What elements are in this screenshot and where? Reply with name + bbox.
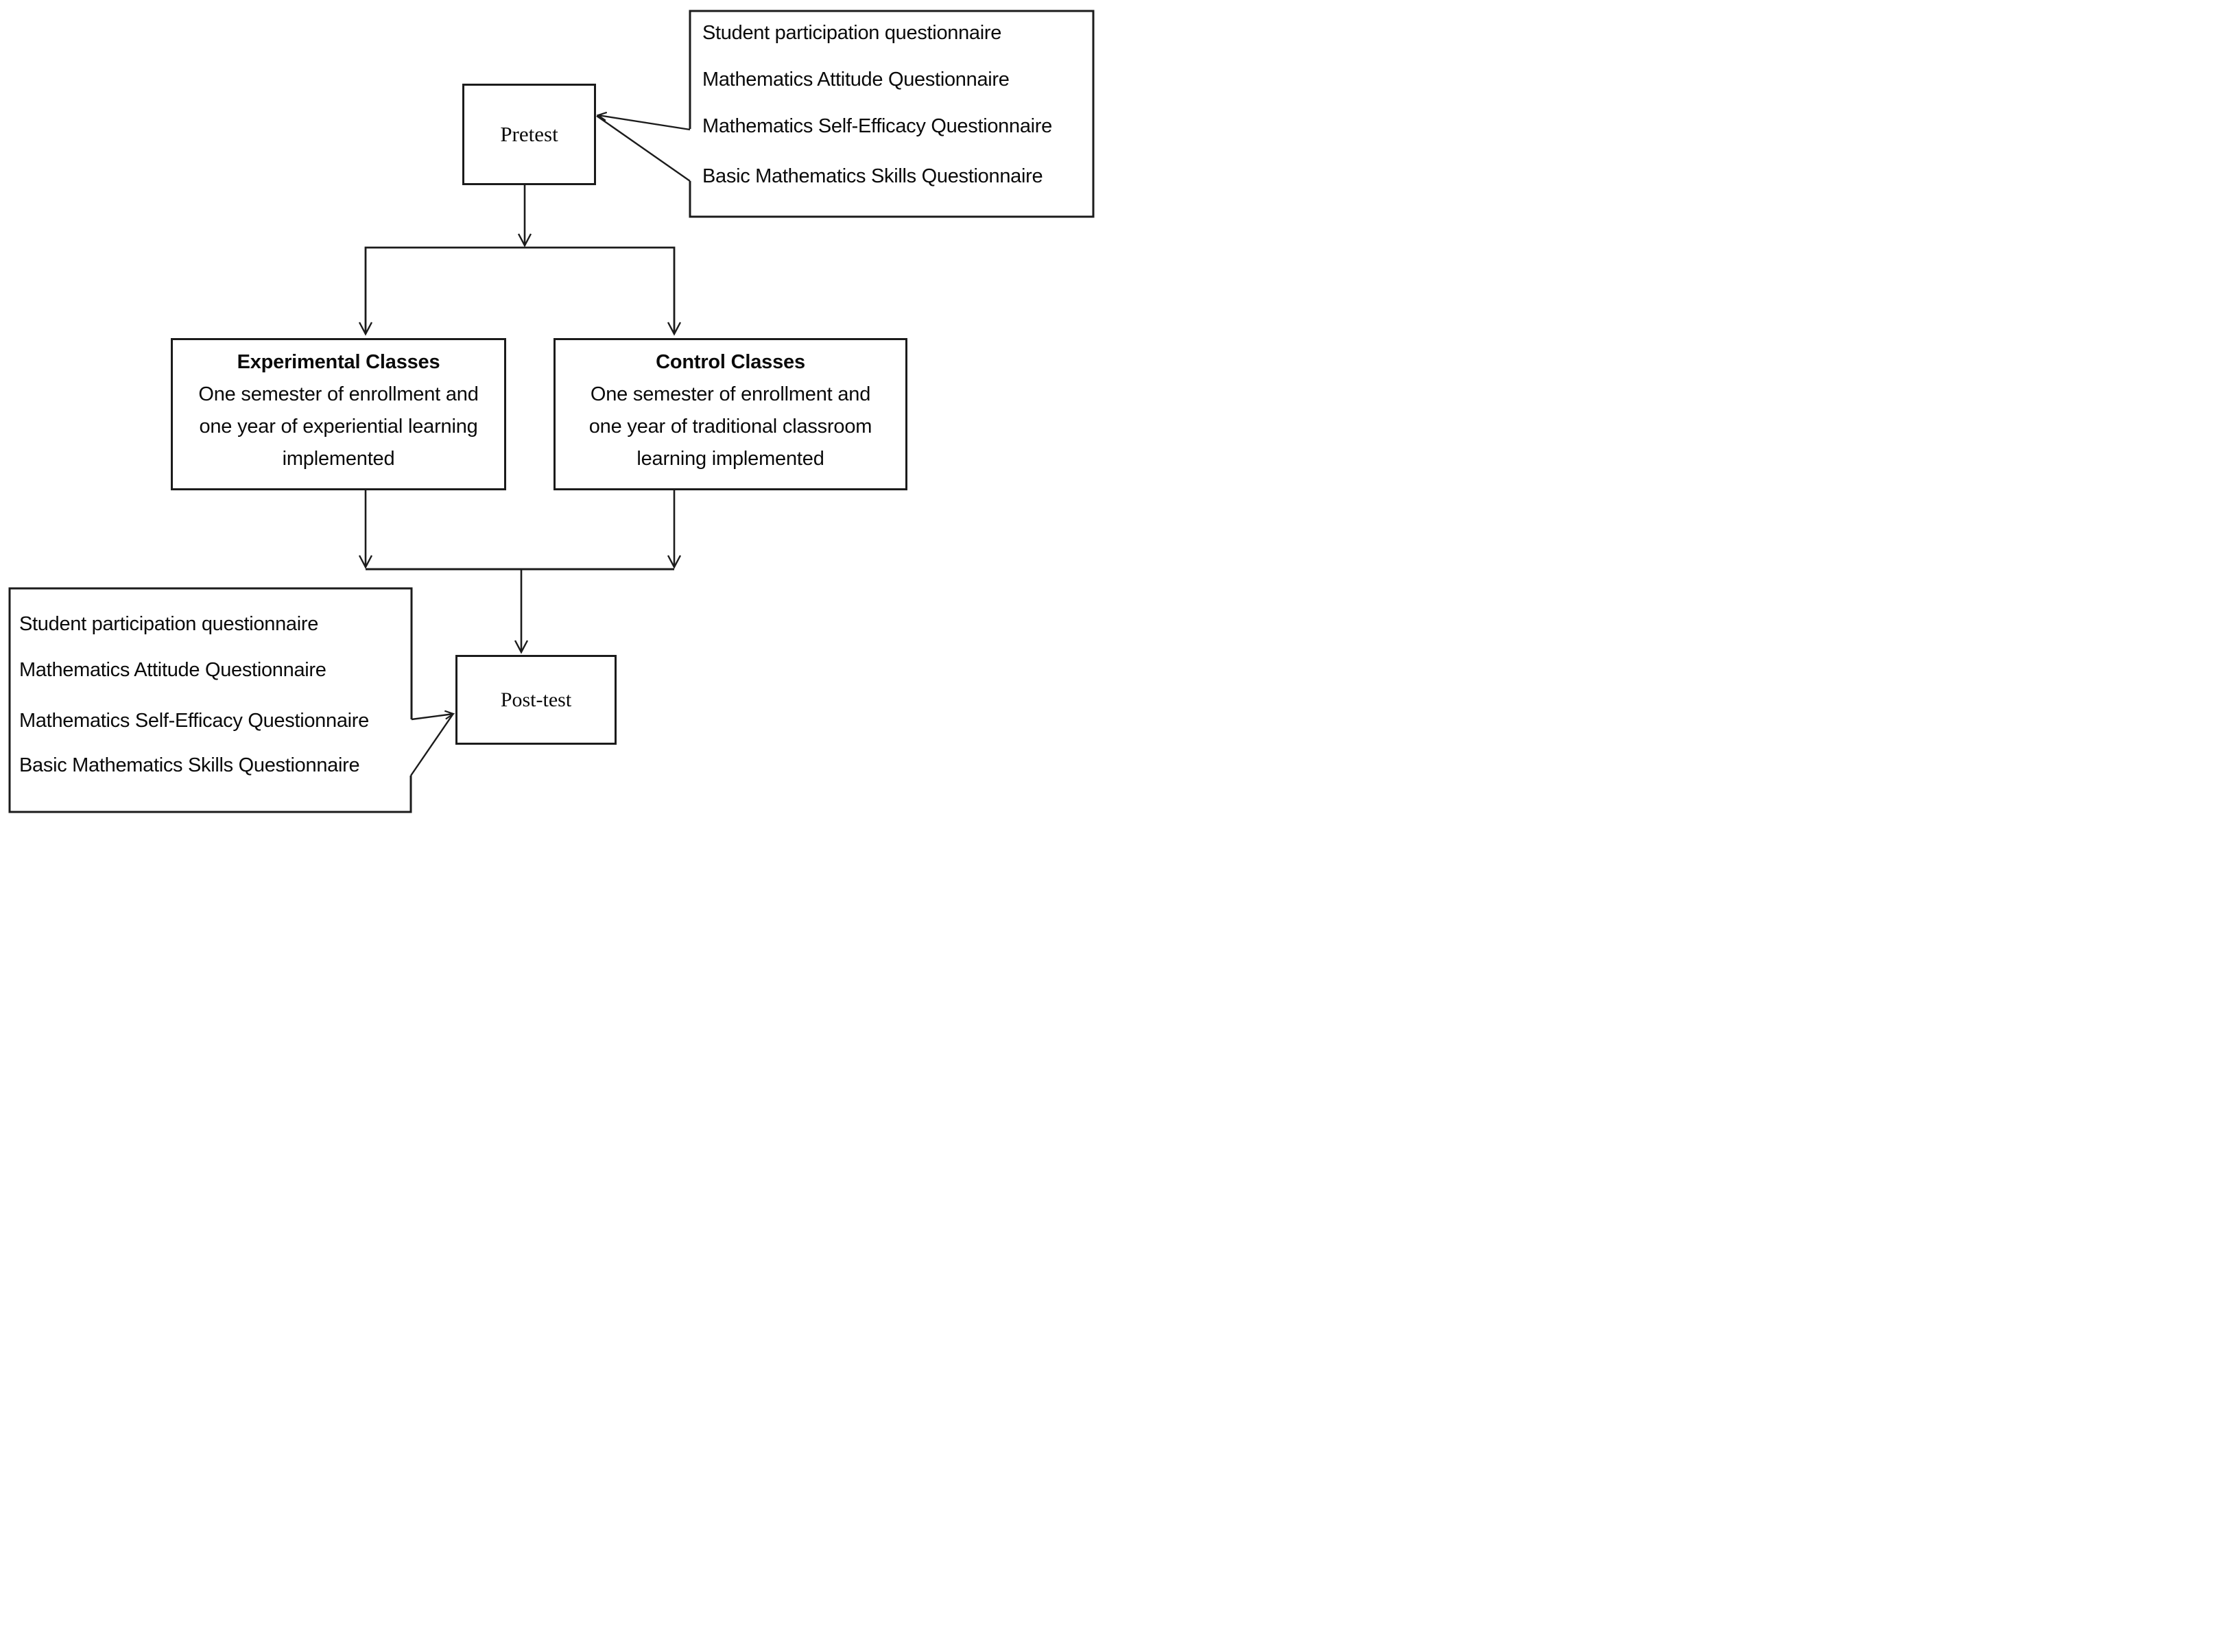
connector-instruments-to-pretest-upper bbox=[596, 111, 691, 131]
control-classes-box: Control Classes One semester of enrollme… bbox=[554, 338, 907, 490]
list-item: Student participation questionnaire bbox=[702, 22, 1002, 44]
list-item: Mathematics Attitude Questionnaire bbox=[702, 69, 1010, 91]
posttest-instruments-box-outline bbox=[8, 587, 413, 813]
connector-instruments-to-pretest-lower bbox=[596, 115, 691, 182]
experimental-classes-box: Experimental Classes One semester of enr… bbox=[171, 338, 506, 490]
control-classes-title: Control Classes bbox=[656, 351, 805, 373]
posttest-label: Post-test bbox=[500, 688, 572, 711]
pretest-label: Pretest bbox=[500, 122, 558, 146]
control-classes-line: One semester of enrollment and bbox=[590, 383, 871, 405]
pretest-instruments-box-outline bbox=[689, 10, 1095, 218]
study-design-flowchart: Pretest Student participation questionna… bbox=[0, 0, 1107, 826]
control-classes-line: learning implemented bbox=[636, 448, 824, 470]
list-item: Basic Mathematics Skills Questionnaire bbox=[19, 754, 360, 776]
split-bar-arrows-to-classes bbox=[358, 246, 682, 336]
pretest-box: Pretest bbox=[462, 84, 596, 185]
experimental-classes-line: implemented bbox=[282, 448, 395, 470]
connector-lines-layer bbox=[8, 10, 1095, 813]
experimental-classes-line: one year of experiential learning bbox=[199, 416, 478, 438]
connector-instruments-to-posttest-upper bbox=[411, 710, 455, 721]
connector-instruments-to-posttest-lower bbox=[410, 714, 453, 776]
list-item: Mathematics Attitude Questionnaire bbox=[19, 659, 326, 681]
list-item: Student participation questionnaire bbox=[19, 613, 319, 635]
list-item: Mathematics Self-Efficacy Questionnaire bbox=[19, 710, 369, 732]
posttest-box: Post-test bbox=[455, 655, 617, 745]
list-item: Basic Mathematics Skills Questionnaire bbox=[702, 165, 1043, 187]
experimental-classes-title: Experimental Classes bbox=[237, 351, 440, 373]
list-item: Mathematics Self-Efficacy Questionnaire bbox=[702, 115, 1052, 137]
control-classes-line: one year of traditional classroom bbox=[588, 416, 872, 438]
experimental-classes-line: One semester of enrollment and bbox=[198, 383, 479, 405]
